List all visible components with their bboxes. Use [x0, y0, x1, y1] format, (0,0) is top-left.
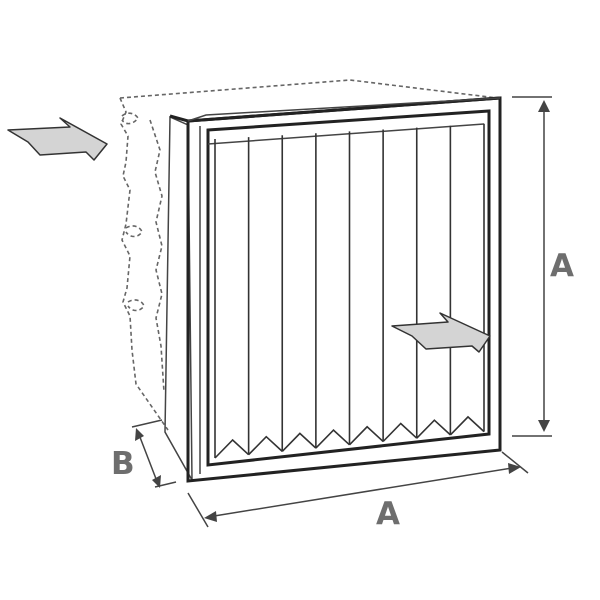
height-dimension-label: A [550, 248, 574, 284]
pleat-fold [214, 438, 250, 459]
rear-pocket-outline [119, 79, 498, 431]
pleat-fold [248, 435, 283, 456]
depth-dimension: B [111, 419, 177, 488]
airflow-inlet-arrow-icon [7, 117, 108, 161]
pleat-fold [382, 422, 418, 443]
pleat-fold [449, 415, 485, 436]
airflow-outlet-arrow-icon [391, 312, 491, 353]
pleat-fold [281, 432, 317, 452]
width-dimension: A [187, 451, 529, 532]
pleat-fold [416, 419, 451, 439]
depth-dimension-label: B [111, 446, 135, 482]
pleat-fold [348, 425, 384, 446]
pleat-fold [315, 428, 351, 449]
width-dimension-label: A [376, 496, 400, 532]
filter-frame [164, 96, 502, 483]
filter-pleats [214, 123, 485, 459]
height-dimension: A [512, 96, 574, 437]
